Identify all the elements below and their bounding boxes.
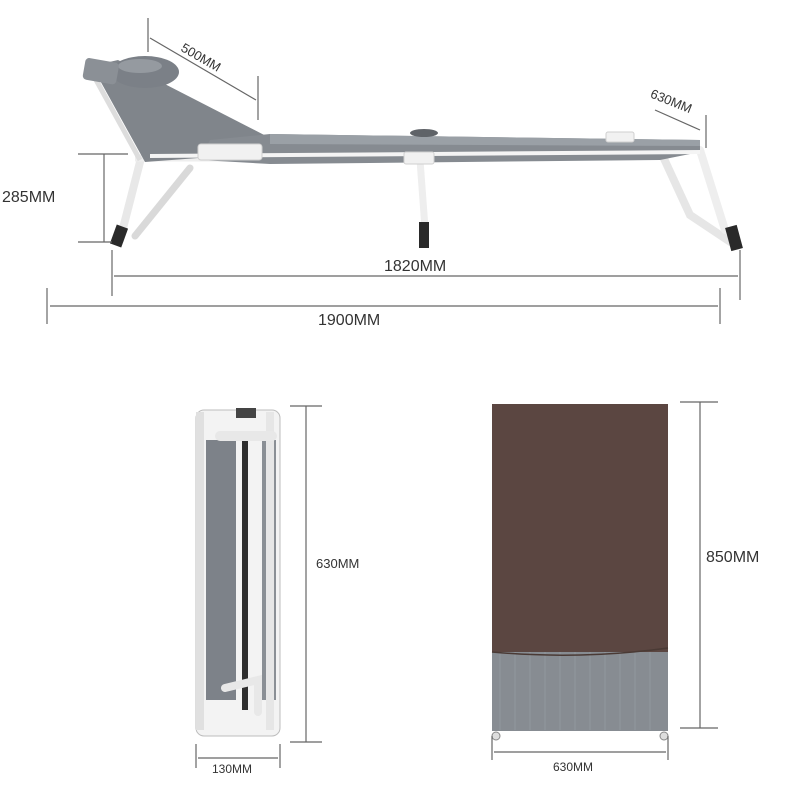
label-inner-length: 1820MM	[384, 258, 447, 275]
middle-foot	[419, 222, 429, 248]
label-folded-height: 630MM	[316, 556, 360, 571]
bag-cover	[492, 404, 668, 652]
label-bag-height: 850MM	[706, 549, 760, 566]
label-bag-width: 630MM	[553, 760, 594, 774]
dimension-lines-folded	[195, 405, 322, 768]
label-folded-thickness: 130MM	[212, 762, 253, 776]
dimension-lines-top	[46, 18, 741, 324]
dimension-lines-bag	[491, 401, 718, 760]
front-foot	[725, 224, 743, 252]
label-bed-height: 285MM	[2, 189, 56, 206]
label-total-length: 1900MM	[318, 312, 381, 329]
rear-foot	[109, 224, 129, 248]
storage-bag	[491, 404, 669, 741]
folded-bed	[195, 408, 281, 737]
unfolded-bed	[82, 56, 743, 252]
